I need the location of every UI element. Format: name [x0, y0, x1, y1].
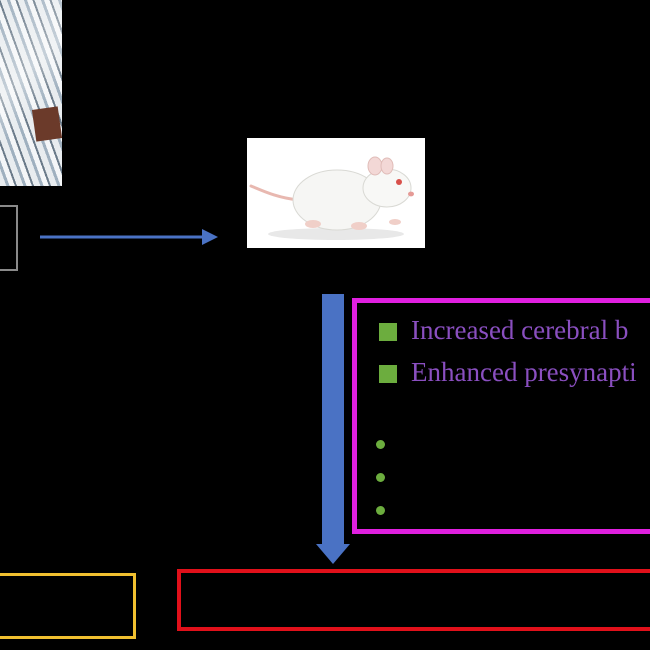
- plant-photo: [0, 0, 63, 186]
- gray-label-box: [0, 205, 18, 271]
- effect-text: Enhanced presynapti: [411, 357, 637, 387]
- yellow-outcome-box: [0, 573, 136, 639]
- bark-patch: [31, 106, 63, 142]
- effect-text: Increased cerebral b: [411, 315, 629, 345]
- effects-box: Increased cerebral b Enhanced presynapti: [352, 298, 650, 534]
- bullet-dot: [376, 473, 385, 482]
- bullet-square: [379, 365, 397, 383]
- arrow-head: [202, 229, 218, 245]
- bullet-dot: [376, 506, 385, 515]
- arrow-down-head: [316, 544, 350, 564]
- arrow-down-shaft: [322, 294, 344, 546]
- rat-image: [247, 138, 425, 248]
- rat-illustration: [249, 156, 414, 240]
- arrow-to-rat: [40, 229, 218, 245]
- arrow-down: [316, 294, 350, 564]
- bullet-square: [379, 323, 397, 341]
- red-outcome-box: [177, 569, 650, 631]
- bullet-dot: [376, 440, 385, 449]
